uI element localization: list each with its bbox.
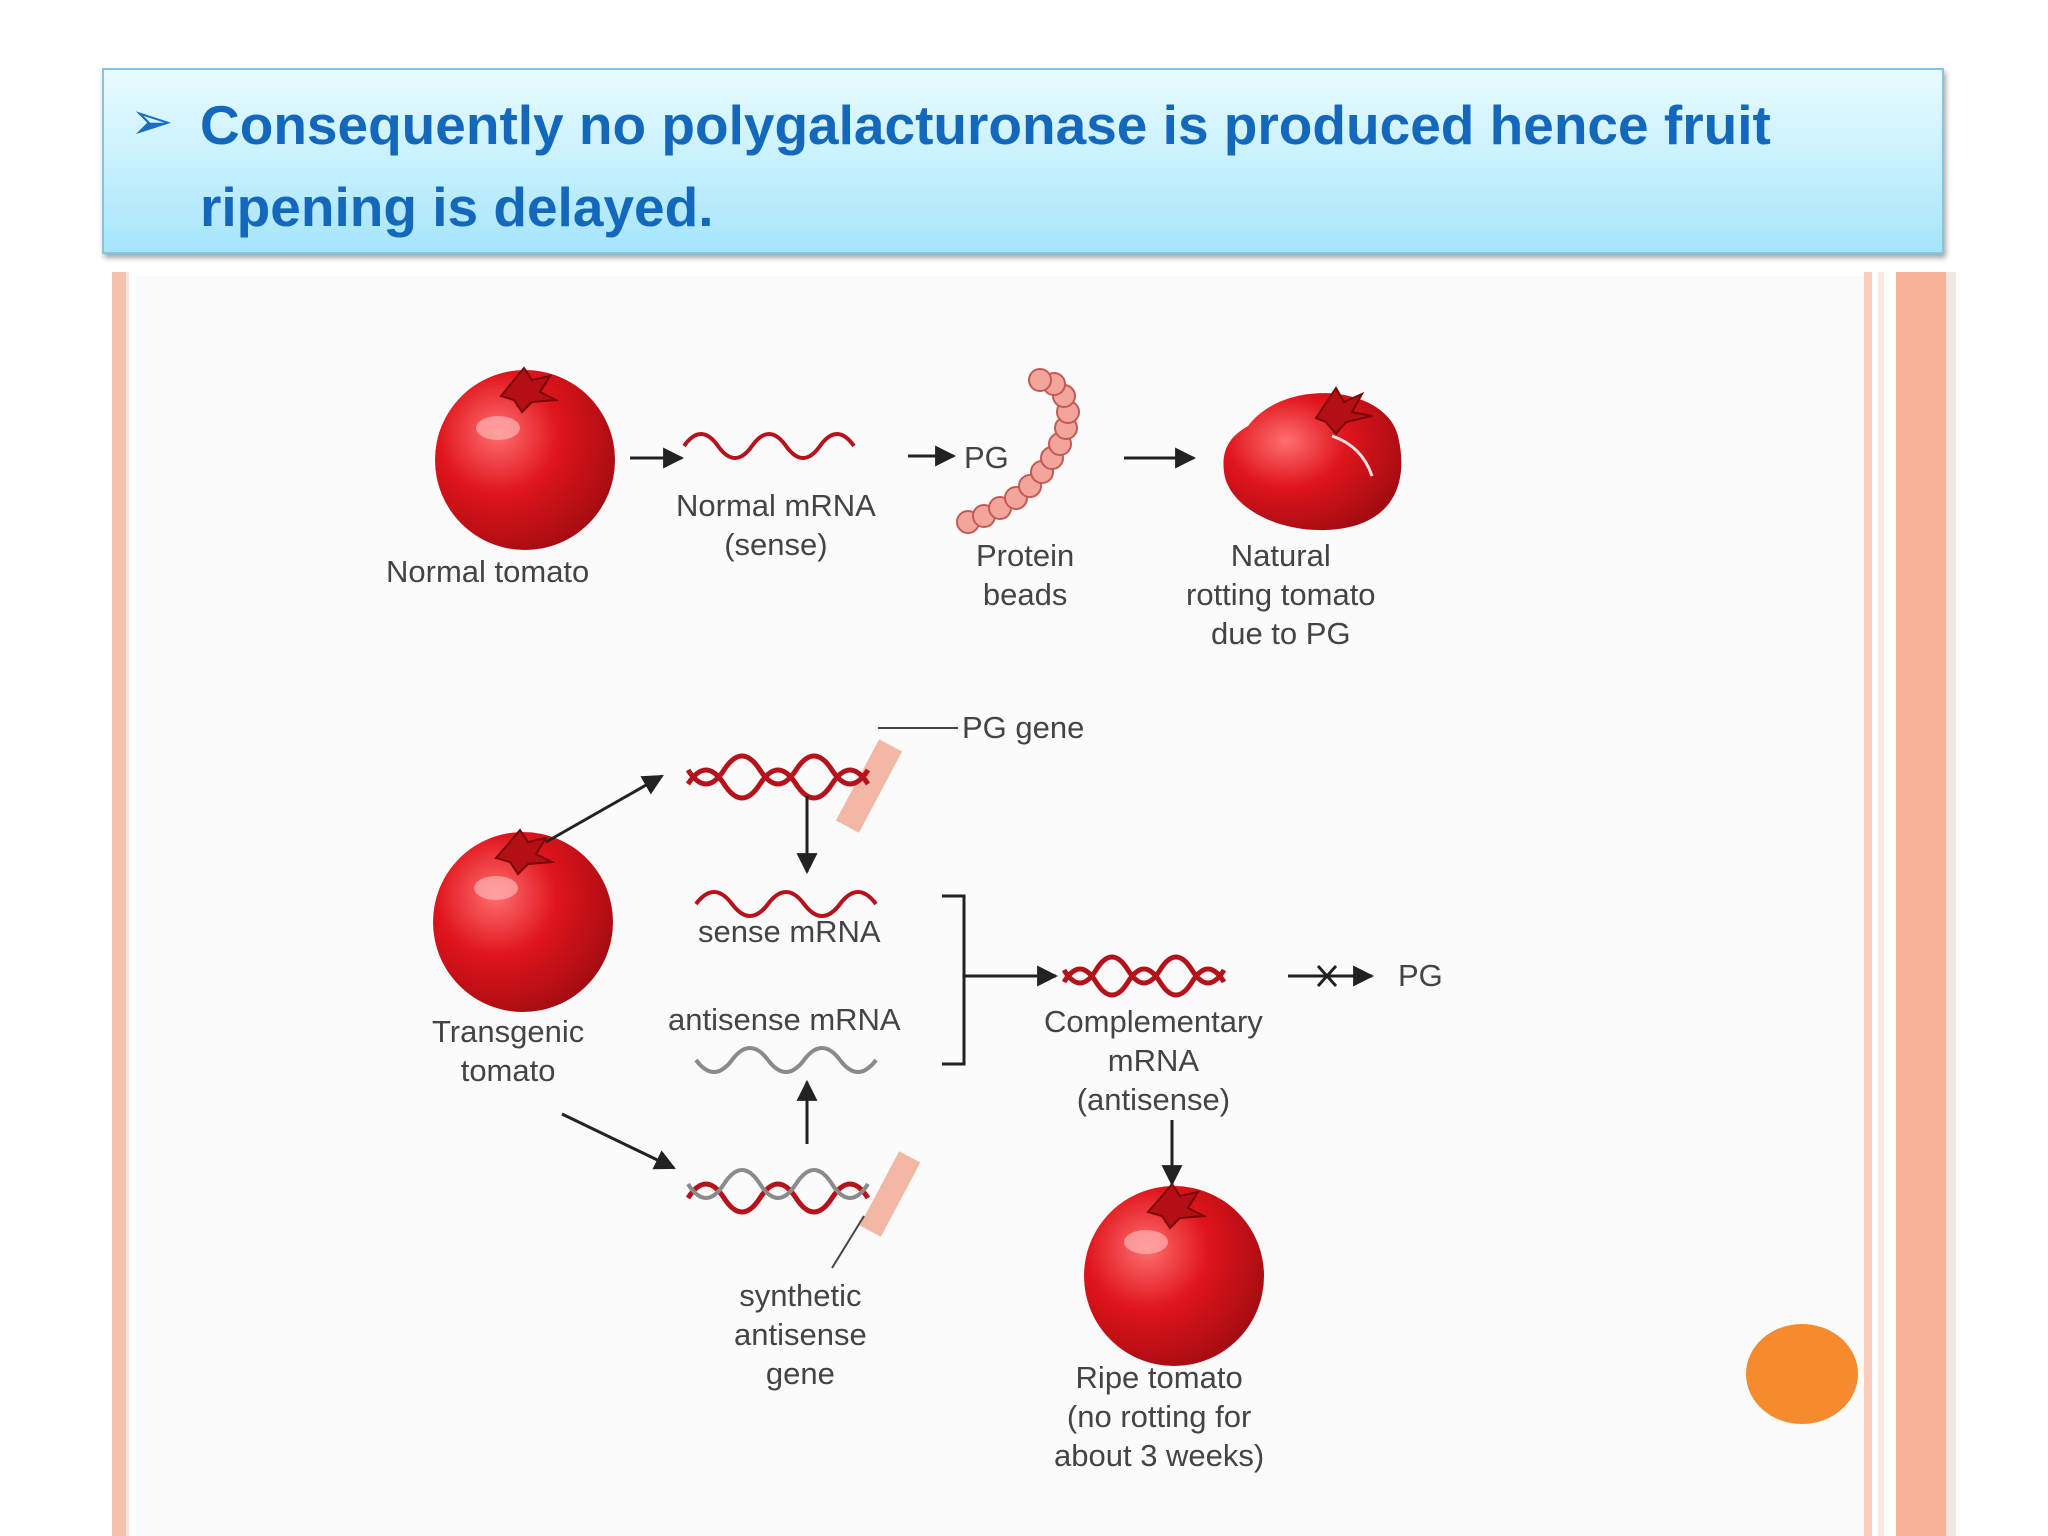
antisense-mrna-label: antisense mRNA [668,1002,901,1037]
title-box: ➢ Consequently no polygalacturonase is p… [102,68,1944,254]
protein-beads-label: Protein beads [976,538,1075,612]
pg-antisense-diagram: Normal tomato Normal mRNA (sense) PG Pro… [136,276,1864,1536]
protein-beads-icon [956,368,1080,534]
pg-right-label: PG [1398,958,1443,993]
normal-mrna-label: Normal mRNA (sense) [676,488,876,562]
rotting-tomato-icon [1223,386,1402,531]
normal-tomato-label: Normal tomato [386,554,590,589]
transgenic-tomato-label: Transgenic tomato [432,1014,585,1088]
arrow [545,774,664,844]
bracket [942,894,966,1066]
antisense-mrna-strand [694,1046,878,1074]
right-frame-inner-bar [1878,272,1884,1536]
natural-rotting-label: Natural rotting tomato due to PG [1186,538,1376,651]
synthetic-gene-dna-icon [685,1151,921,1237]
left-frame-bar [112,272,126,1536]
sense-mrna-strand [694,890,878,918]
pg-top-label: PG [964,440,1009,475]
right-frame-thick-bar [1896,272,1946,1536]
arrow [561,1112,676,1170]
synthetic-gene-leader [831,1215,865,1269]
transgenic-tomato-icon [433,828,613,1012]
complementary-mrna-icon [1061,954,1227,998]
pg-gene-label: PG gene [962,710,1085,745]
right-frame-thin-bar [1864,272,1872,1536]
normal-tomato-icon [435,366,615,550]
sense-mrna-label: sense mRNA [698,914,881,949]
synthetic-gene-label: synthetic antisense gene [734,1278,867,1391]
orange-circle-decoration [1746,1324,1858,1424]
diagram-graphics [433,366,1402,1366]
arrowhead-bullet-icon: ➢ [130,92,174,152]
complementary-mrna-label: Complementary mRNA (antisense) [1044,1004,1263,1117]
sense-mrna-wave [682,432,856,460]
right-frame-shade [1946,272,1956,1536]
ripe-tomato-icon [1084,1182,1264,1366]
ripe-tomato-label: Ripe tomato (no rotting for about 3 week… [1054,1360,1265,1473]
slide-title: Consequently no polygalacturonase is pro… [200,94,1771,238]
left-frame-inner-bar [126,272,129,1536]
pg-gene-dna-icon [685,739,903,833]
blocked-x-icon [1316,964,1338,988]
